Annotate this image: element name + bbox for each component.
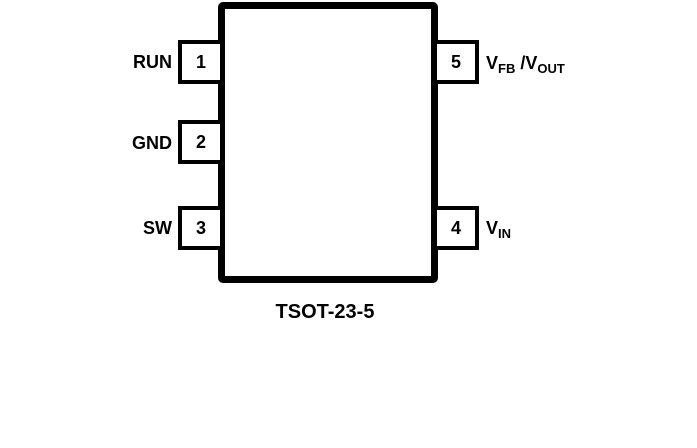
pin-3-label: SW [143,218,172,238]
pin-4: 4 [437,206,479,250]
pin-1-number: 1 [195,51,206,72]
pin-4-label: VIN [486,218,511,241]
pin-4-label-sub: IN [498,226,512,241]
pin-2-number: 2 [195,131,206,152]
pin-2-label: GND [132,133,172,153]
pin-5-label-sub2: OUT [537,61,565,76]
pin-5-label-sep: /V [515,53,538,73]
pin-2: 2 [178,120,220,164]
pin-5-label-sub: FB [498,61,516,76]
pin-1: 1 [178,40,220,84]
pin-1-label: RUN [133,52,172,72]
ic-package-body [218,2,438,283]
pin-5-label-main: V [486,53,499,73]
pin-5-label: VFB /VOUT [486,53,565,76]
pin-5-number: 5 [450,51,461,72]
pin-3-number: 3 [195,217,206,238]
pin-5: 5 [437,40,479,84]
pin-4-number: 4 [450,217,461,238]
package-name: TSOT-23-5 [275,301,375,323]
pin-3: 3 [178,206,220,250]
pin-4-label-main: V [486,218,499,238]
